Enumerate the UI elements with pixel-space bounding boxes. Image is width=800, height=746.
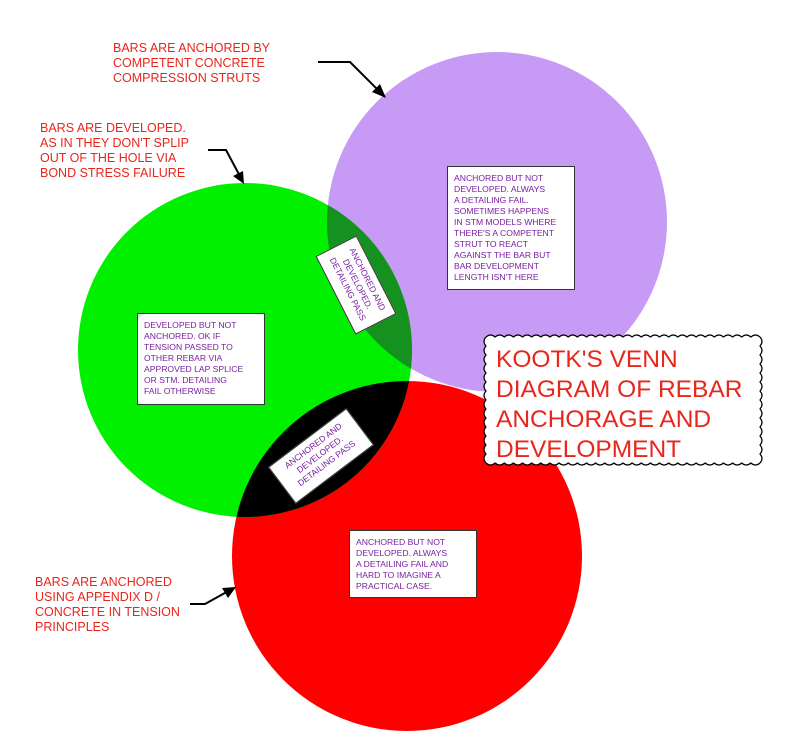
arrow-green xyxy=(208,149,243,181)
arrowhead-red xyxy=(222,587,236,598)
red-circle-label: BARS ARE ANCHORED USING APPENDIX D / CON… xyxy=(35,575,180,634)
title-wavy-border xyxy=(483,334,763,466)
purple-circle-label: BARS ARE ANCHORED BY COMPETENT CONCRETE … xyxy=(113,41,270,85)
diagram-title: KOOTK'S VENN DIAGRAM OF REBAR ANCHORAGE … xyxy=(496,346,743,463)
green-circle-label: BARS ARE DEVELOPED. AS IN THEY DON'T SPL… xyxy=(40,121,189,180)
arrowhead-green xyxy=(233,171,244,184)
arrow-purple xyxy=(318,61,384,96)
arrow-red xyxy=(190,588,233,605)
arrowhead-purple xyxy=(372,84,386,98)
purple-only-region-box: ANCHORED BUT NOT DEVELOPED. ALWAYS A DET… xyxy=(447,166,575,290)
green-only-region-box: DEVELOPED BUT NOT ANCHORED. OK IF TENSIO… xyxy=(137,313,265,405)
red-only-region-box: ANCHORED BUT NOT DEVELOPED. ALWAYS A DET… xyxy=(349,530,477,598)
